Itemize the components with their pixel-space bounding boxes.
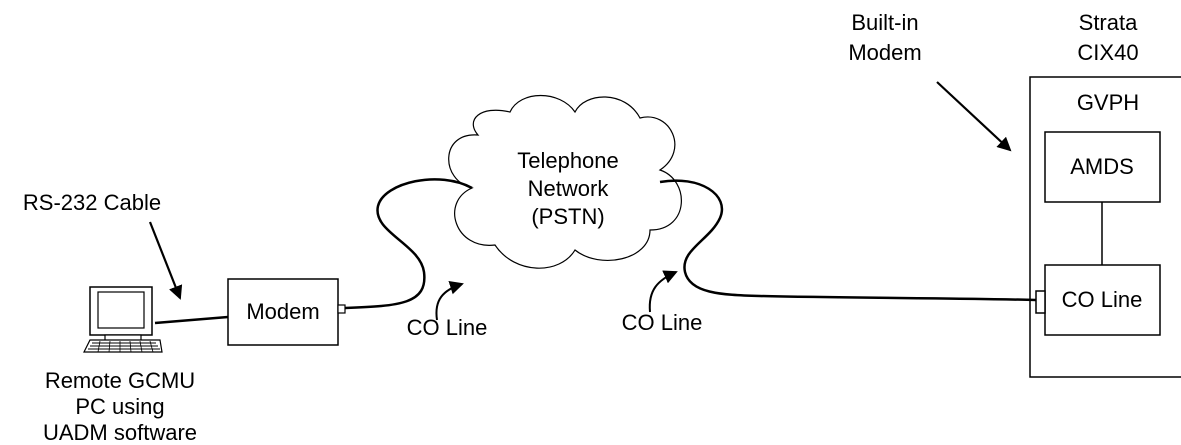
co-line-left-label: CO Line — [407, 315, 488, 340]
telephone-network-cloud — [448, 94, 682, 269]
rs232-arrow — [148, 221, 183, 300]
co-line-jack — [1035, 290, 1046, 314]
modem-jack — [337, 304, 346, 314]
strata-label-line2: CIX40 — [1077, 40, 1138, 65]
co-line-left-arrow — [435, 280, 464, 321]
co-line-cable-right — [659, 179, 1037, 302]
co-line-right-label: CO Line — [622, 310, 703, 335]
built-in-modem-label-line2: Modem — [848, 40, 921, 65]
remote-label-line3: UADM software — [43, 420, 197, 445]
built-in-modem-label-line1: Built-in — [851, 10, 918, 35]
built-in-modem-arrow — [936, 81, 1012, 152]
telephone-label-line1: Telephone — [517, 148, 619, 173]
strata-system-box — [1029, 76, 1181, 378]
remote-label-line1: Remote GCMU — [45, 368, 195, 393]
co-line-right-arrow — [648, 270, 678, 313]
gvph-label: GVPH — [1077, 90, 1139, 115]
amds-label: AMDS — [1070, 154, 1134, 179]
telephone-label-line3: (PSTN) — [531, 204, 604, 229]
modem-label: Modem — [246, 299, 319, 324]
co-line-cable-left — [344, 178, 473, 310]
rs232-label: RS-232 Cable — [23, 190, 161, 215]
rs232-cable — [154, 315, 229, 325]
pc-icon — [83, 286, 163, 353]
co-line-box-label: CO Line — [1062, 287, 1143, 312]
remote-label-line2: PC using — [75, 394, 164, 419]
strata-label-line1: Strata — [1079, 10, 1138, 35]
telephone-label-line2: Network — [528, 176, 610, 201]
